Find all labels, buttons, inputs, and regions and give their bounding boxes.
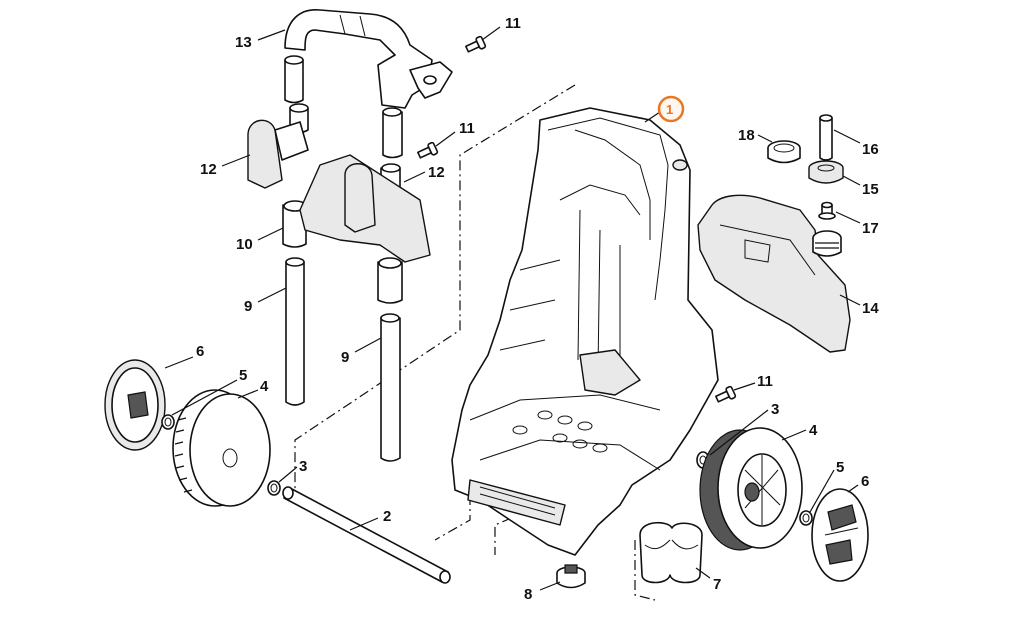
callout-label-9: 9 (341, 349, 349, 366)
callout-label-7: 7 (713, 576, 721, 593)
clip-and-foot-parts (556, 521, 703, 589)
main-frame-part (451, 107, 719, 556)
callout-label-9: 9 (244, 298, 252, 315)
callout-label-8: 8 (524, 586, 532, 603)
cap-parts (767, 114, 844, 220)
callout-label-13: 13 (235, 34, 252, 51)
screw-parts (417, 35, 737, 403)
callout-label-11: 11 (757, 373, 773, 390)
highlight-circle (657, 95, 685, 123)
callout-label-3: 3 (299, 458, 307, 475)
hook-parts (247, 119, 431, 263)
callout-labels: 13 11 1 11 12 12 18 16 15 17 10 14 9 9 6… (196, 15, 879, 603)
callout-label-4: 4 (260, 378, 269, 395)
callout-label-12: 12 (428, 164, 445, 181)
callout-label-11: 11 (505, 15, 521, 32)
callout-label-14: 14 (862, 300, 879, 317)
callout-label-6: 6 (861, 473, 869, 490)
tube-parts (282, 55, 403, 462)
guide-lines (294, 84, 656, 601)
callout-label-11: 11 (459, 120, 475, 137)
callout-label-1: 1 (666, 102, 673, 117)
axle-part (282, 486, 451, 584)
handle-part (284, 9, 453, 109)
callout-label-5: 5 (836, 459, 844, 476)
callout-label-15: 15 (862, 181, 879, 198)
callout-label-5: 5 (239, 367, 247, 384)
callout-label-16: 16 (862, 141, 879, 158)
tank-part (697, 194, 851, 353)
callout-label-4: 4 (809, 422, 818, 439)
callout-label-18: 18 (738, 127, 755, 144)
callout-label-17: 17 (862, 220, 879, 237)
callout-label-2: 2 (383, 508, 391, 525)
callout-label-10: 10 (236, 236, 253, 253)
callout-label-3: 3 (771, 401, 779, 418)
right-wheel-parts (696, 427, 869, 582)
callout-label-12: 12 (200, 161, 217, 178)
left-wheel-parts (104, 359, 281, 507)
leader-lines (164, 26, 861, 591)
callout-label-6: 6 (196, 343, 204, 360)
